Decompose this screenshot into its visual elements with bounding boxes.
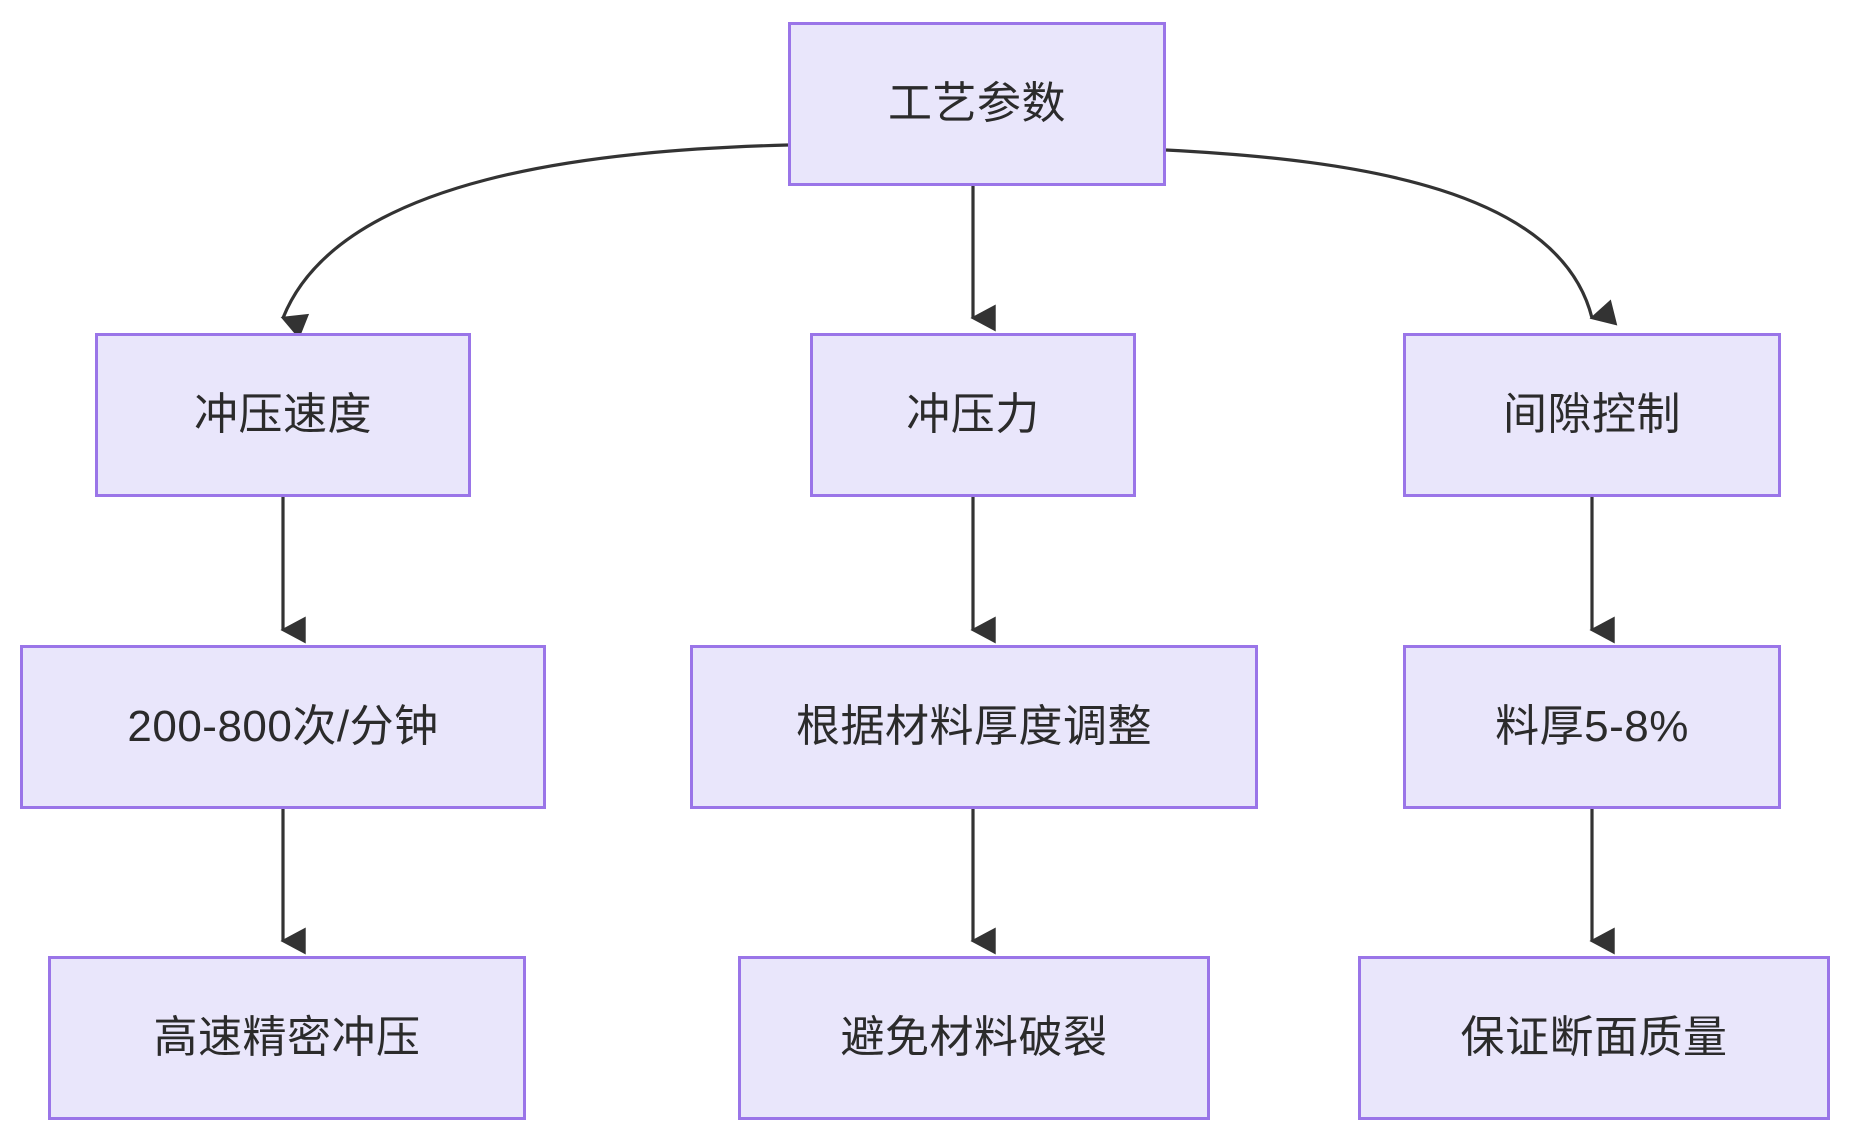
node-label-speed_val: 200-800次/分钟: [127, 701, 439, 751]
node-label-clear_val: 料厚5-8%: [1495, 701, 1689, 751]
node-label-root: 工艺参数: [888, 78, 1066, 128]
node-label-speed: 冲压速度: [194, 389, 372, 439]
edge-root-to-speed: [280, 143, 789, 339]
node-clearance[interactable]: 间隙控制: [1403, 333, 1781, 497]
node-label-force_res: 避免材料破裂: [840, 1012, 1108, 1062]
node-clear_val[interactable]: 料厚5-8%: [1403, 645, 1781, 809]
node-speed_val[interactable]: 200-800次/分钟: [20, 645, 546, 809]
node-force_res[interactable]: 避免材料破裂: [738, 956, 1210, 1120]
node-force_val[interactable]: 根据材料厚度调整: [690, 645, 1258, 809]
edges-group: [280, 143, 1618, 955]
node-speed_res[interactable]: 高速精密冲压: [48, 956, 526, 1120]
node-label-clearance: 间隙控制: [1503, 389, 1681, 439]
node-label-speed_res: 高速精密冲压: [153, 1012, 421, 1062]
node-label-force_val: 根据材料厚度调整: [796, 701, 1152, 751]
node-clear_res[interactable]: 保证断面质量: [1358, 956, 1830, 1120]
node-root[interactable]: 工艺参数: [788, 22, 1166, 186]
node-label-clear_res: 保证断面质量: [1460, 1012, 1728, 1062]
node-label-force: 冲压力: [906, 389, 1040, 439]
node-speed[interactable]: 冲压速度: [95, 333, 471, 497]
edge-root-to-clearance: [1165, 148, 1618, 326]
node-force[interactable]: 冲压力: [810, 333, 1136, 497]
